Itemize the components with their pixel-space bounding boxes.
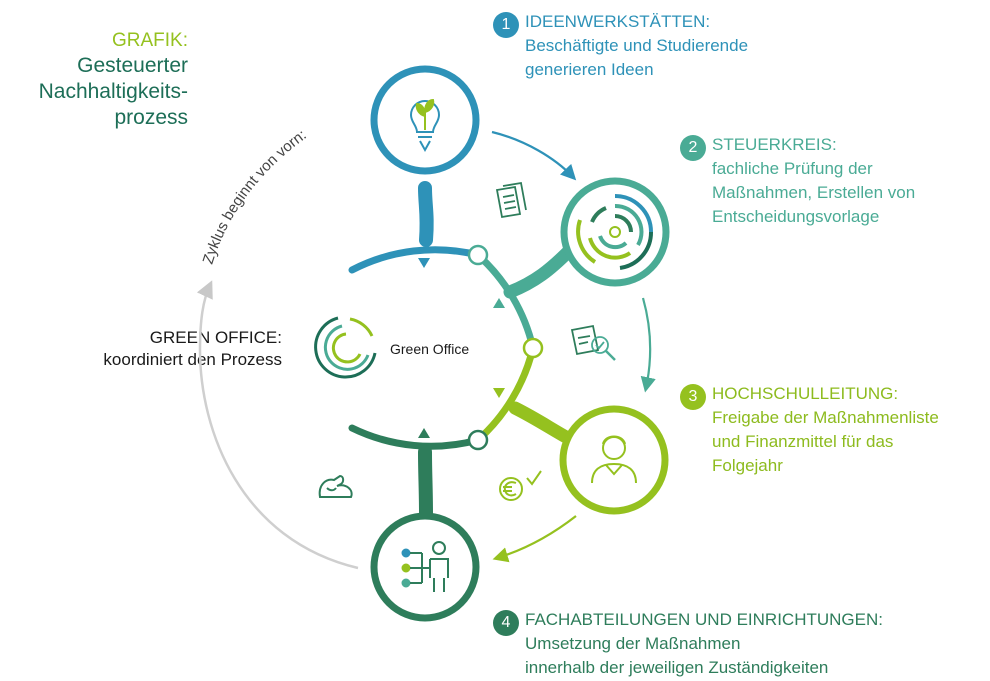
central-ring-right-upper bbox=[475, 252, 537, 349]
step-2-line: Maßnahmen, Erstellen von bbox=[712, 183, 916, 202]
direction-triangle bbox=[418, 258, 430, 268]
graphic-title-line: Nachhaltigkeits- bbox=[38, 80, 188, 103]
flexed-arm-icon bbox=[318, 474, 353, 498]
step-1-title: IDEENWERKSTÄTTEN: bbox=[525, 12, 711, 31]
step-1-line: Beschäftigte und Studierende bbox=[525, 36, 749, 55]
green-office-center-label: Green Office bbox=[390, 341, 470, 357]
cycle-return-arrow bbox=[196, 280, 359, 570]
documents-icon bbox=[495, 181, 527, 219]
cycle-restart-text: Zyklus beginnt von vorn: bbox=[200, 126, 310, 266]
central-ring-right-lower bbox=[475, 347, 537, 443]
central-ring-top bbox=[348, 246, 482, 274]
step-4-number-badge: 4 bbox=[493, 610, 519, 636]
step-3-line: Folgejahr bbox=[712, 456, 783, 475]
step-1-number-badge: 1 bbox=[493, 12, 519, 38]
green-office-logo-icon bbox=[314, 316, 377, 379]
graphic-title: Gesteuerter Nachhaltigkeits- prozess bbox=[0, 53, 188, 131]
direction-triangle bbox=[418, 428, 430, 438]
green-office-subtext: koordiniert den Prozess bbox=[103, 350, 282, 369]
step-3-line: Freigabe der Maßnahmenliste bbox=[712, 408, 939, 427]
step-2-line: fachliche Prüfung der bbox=[712, 159, 873, 178]
ring-node bbox=[467, 429, 489, 451]
step-2-number-badge: 2 bbox=[680, 135, 706, 161]
step-2-line: Entscheidungsvorlage bbox=[712, 207, 880, 226]
green-office-heading: GREEN OFFICE: bbox=[149, 328, 282, 347]
step-4-line: innerhalb der jeweiligen Zuständigkeiten bbox=[525, 658, 829, 677]
connector-step4 bbox=[418, 445, 433, 522]
graphic-title-line: Gesteuerter bbox=[77, 54, 188, 77]
arrow-step1-to-step2 bbox=[491, 130, 577, 181]
connector-step1 bbox=[418, 181, 434, 247]
step-4-title: FACHABTEILUNGEN UND EINRICHTUNGEN: bbox=[525, 610, 883, 629]
graphic-title-line: prozess bbox=[114, 106, 188, 129]
step-2-title: STEUERKREIS: bbox=[712, 135, 837, 154]
direction-triangle bbox=[493, 388, 505, 398]
step-3-line: und Finanzmittel für das bbox=[712, 432, 894, 451]
step-3-number-badge: 3 bbox=[680, 384, 706, 410]
document-magnifier-icon bbox=[570, 324, 616, 361]
step-1-line: generieren Ideen bbox=[525, 60, 654, 79]
arrow-step3-to-step4 bbox=[492, 515, 577, 563]
arrow-step2-to-step3 bbox=[640, 297, 656, 393]
central-ring-bottom bbox=[348, 424, 482, 450]
graphic-label: GRAFIK: bbox=[111, 30, 188, 51]
euro-check-icon bbox=[499, 470, 542, 501]
step-4-line: Umsetzung der Maßnahmen bbox=[525, 634, 741, 653]
person-headset-icon bbox=[591, 435, 637, 484]
connector-step3 bbox=[508, 401, 573, 444]
lightbulb-sprout-icon bbox=[409, 98, 441, 153]
step-3-title: HOCHSCHULLEITUNG: bbox=[712, 384, 899, 403]
connector-step2 bbox=[503, 243, 577, 299]
direction-triangle bbox=[493, 298, 505, 308]
ring-node bbox=[467, 244, 489, 266]
person-network-icon bbox=[401, 541, 449, 592]
ring-node bbox=[522, 337, 544, 359]
target-rings-icon bbox=[576, 194, 654, 270]
